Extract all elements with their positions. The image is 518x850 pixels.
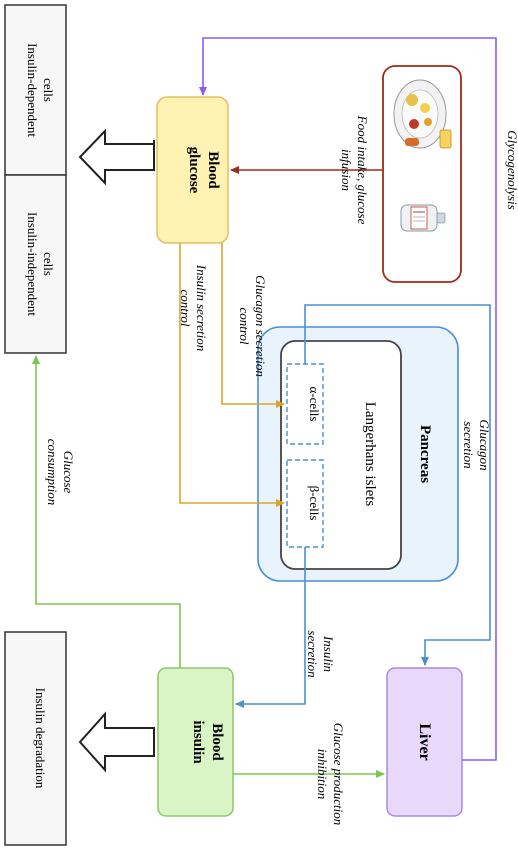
blood-insulin-line2: insulin [190, 720, 206, 764]
insulin-secretion-control-label-line1: Insulin secretion [194, 264, 209, 352]
blood-glucose-node: Blood glucose [156, 96, 229, 244]
alpha-cells-label: α-cells [307, 387, 322, 422]
glucagon-secretion-control-label-line1: Glucagon secretion [253, 275, 268, 377]
insulin-dependent-cells-box: Insulin-dependent cells [4, 4, 67, 176]
insulin-independent-cells-line2: cells [41, 252, 56, 276]
insulin-degradation-box: Insulin degradation [4, 631, 67, 846]
blood-glucose-line2: glucose [186, 147, 202, 194]
glucose-consumption-arrow [32, 355, 181, 668]
food-intake-label-line1: Food intake, glucose [355, 115, 370, 225]
glycogenolysis-arrow [199, 37, 497, 761]
food-plate-icon [393, 79, 452, 149]
beta-cells-node: β-cells [286, 459, 324, 548]
insulin-secretion-label-line1: Insulin [321, 635, 336, 672]
insulin-secretion-control-label-line2: control [178, 289, 193, 326]
insulin-dependent-cells-line2: cells [41, 78, 56, 102]
pancreas-label: Pancreas [417, 425, 433, 483]
glucose-uptake-hollow-arrow [78, 128, 155, 186]
food-infusion-box [382, 65, 462, 283]
insulin-clearance-hollow-arrow [78, 711, 155, 773]
glucose-production-inhibition-label-line2: inhibition [315, 749, 330, 800]
insulin-independent-cells-box: Insulin-independent cells [4, 174, 67, 354]
glycogenolysis-label: Glycogenolysis [505, 130, 518, 209]
liver-label: Liver [416, 723, 433, 760]
glucagon-secretion-label-line2: secretion [461, 421, 476, 468]
glucagon-secretion-control-label-line2: control [237, 307, 252, 344]
beta-cells-label: β-cells [307, 486, 322, 521]
alpha-cells-node: α-cells [286, 363, 324, 445]
glucagon-secretion-label-line1: Glucagon [477, 419, 492, 470]
liver-node: Liver [386, 667, 463, 817]
insulin-secretion-label-line2: secretion [305, 630, 320, 677]
insulin-secretion-control-arrow [179, 243, 285, 507]
infusion-bottle-icon [400, 204, 446, 232]
insulin-secretion-arrow [235, 547, 306, 708]
blood-glucose-line1: Blood [205, 151, 221, 189]
glucagon-secretion-control-arrow [221, 243, 285, 408]
blood-insulin-line1: Blood [209, 723, 225, 761]
blood-insulin-node: Blood insulin [157, 667, 234, 817]
food-intake-label-line2: infusion [339, 149, 354, 191]
insulin-independent-cells-line1: Insulin-independent [25, 212, 40, 316]
glucose-production-inhibition-label-line1: Glucose production [331, 723, 346, 825]
insulin-degradation-label: Insulin degradation [33, 688, 48, 789]
glucose-consumption-label-line1: Glucose [61, 451, 76, 494]
glucagon-secretion-arrow [304, 304, 491, 666]
glucose-consumption-label-line2: consumption [45, 439, 60, 505]
insulin-dependent-cells-line1: Insulin-dependent [25, 43, 40, 137]
langerhans-islets-label: Langerhans islets [362, 402, 378, 507]
